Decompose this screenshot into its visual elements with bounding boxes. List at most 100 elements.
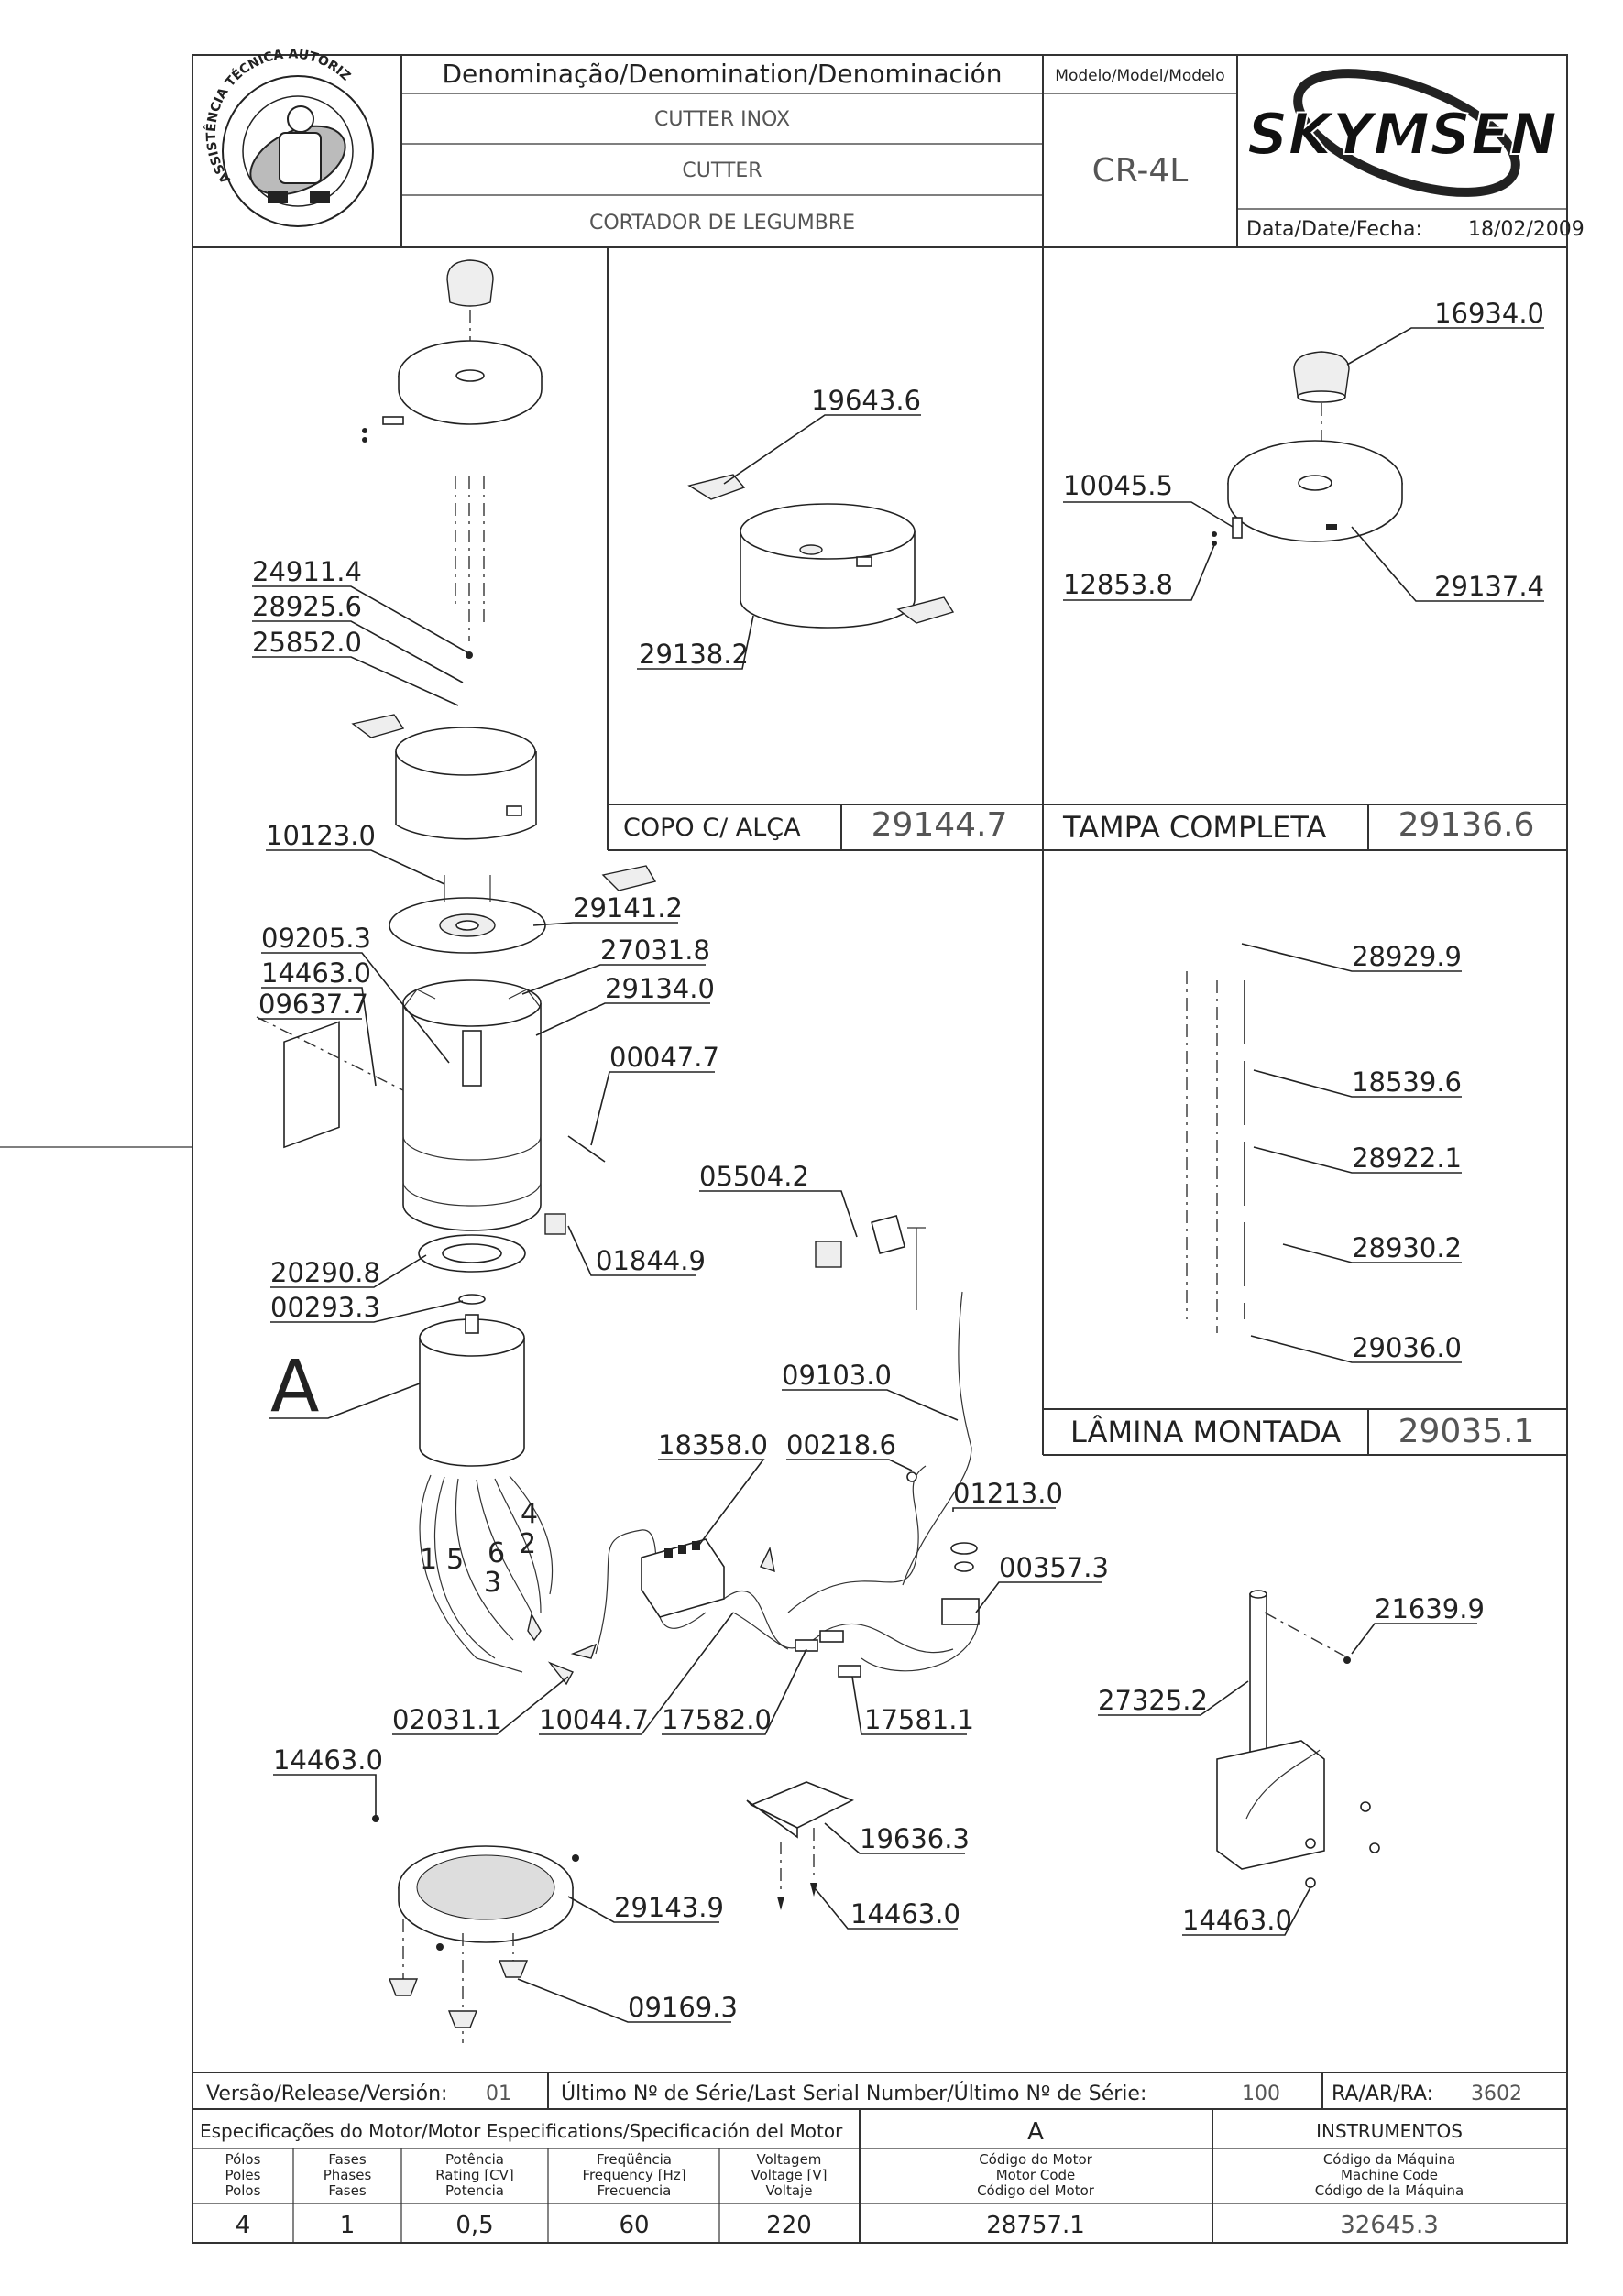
instruments-label: INSTRUMENTOS (1316, 2120, 1463, 2142)
authorized-service-seal-logo: ASSISTÊNCIA TÉCNICA AUTORIZADA (0, 0, 374, 227)
panel-grid (607, 247, 1567, 1456)
leader-20290 (270, 1254, 427, 1288)
svg-text:Polos: Polos (225, 2182, 261, 2199)
version-label: Versão/Release/Versión: (206, 2083, 447, 2105)
svg-text:Pólos: Pólos (225, 2151, 261, 2168)
wire-number-2: 2 (519, 1528, 536, 1560)
part-28929: 28929.9 (1352, 941, 1462, 972)
svg-text:Freqüência: Freqüência (597, 2151, 672, 2168)
leader-09103 (782, 1389, 959, 1421)
part-28925: 28925.6 (252, 591, 362, 622)
model-value: CR-4L (1092, 152, 1189, 190)
version-value: 01 (486, 2083, 511, 2105)
footer-column-headers: Pólos Poles Polos Fases Phases Fases Pot… (225, 2151, 1464, 2199)
model-label: Modelo/Model/Modelo (1055, 67, 1224, 85)
part-19643: 19643.6 (811, 385, 921, 416)
motor-spec-label: Especificações do Motor/Motor Especifica… (200, 2120, 843, 2142)
leader-00357 (975, 1581, 1102, 1613)
svg-text:Código de la Máquina: Código de la Máquina (1315, 2182, 1464, 2199)
leader-18358 (658, 1459, 765, 1549)
phases-value: 1 (340, 2212, 356, 2239)
ra-value: 3602 (1471, 2083, 1522, 2105)
part-29143: 29143.9 (614, 1892, 724, 1923)
leader-19643 (723, 414, 921, 485)
copo-code: 29144.7 (872, 806, 1008, 844)
copo-title: COPO C/ ALÇA (623, 814, 801, 842)
part-05504: 05504.2 (699, 1161, 809, 1192)
part-00357: 00357.3 (999, 1552, 1109, 1583)
part-18539: 18539.6 (1352, 1066, 1462, 1098)
part-00218: 00218.6 (786, 1429, 896, 1460)
leader-00047 (590, 1071, 715, 1146)
svg-text:Voltagem: Voltagem (757, 2151, 822, 2168)
part-24911: 24911.4 (252, 556, 362, 587)
part-17581: 17581.1 (864, 1704, 974, 1735)
svg-text:Phases: Phases (324, 2167, 372, 2183)
poles-value: 4 (236, 2212, 251, 2239)
motor-letter: A (270, 1346, 319, 1428)
svg-text:Rating [CV]: Rating [CV] (435, 2167, 514, 2183)
part-12853: 12853.8 (1063, 569, 1173, 600)
leader-10044 (539, 1612, 734, 1735)
title-block: ASSISTÊNCIA TÉCNICA AUTORIZADA Denominaç… (0, 0, 1585, 248)
screw-00047 (567, 1135, 606, 1163)
leader-29036 (1250, 1335, 1462, 1363)
wire-number-5: 5 (446, 1544, 464, 1576)
svg-text:Código del Motor: Código del Motor (977, 2182, 1095, 2199)
leader-18539 (1253, 1069, 1462, 1098)
part-10123: 10123.0 (266, 820, 376, 851)
part-14463-b: 14463.0 (1182, 1905, 1292, 1936)
leader-01844 (567, 1225, 696, 1276)
brand-name: SKYMSEN (1247, 101, 1557, 168)
svg-text:Código do Motor: Código do Motor (979, 2151, 1092, 2168)
serial-label: Último Nº de Série/Last Serial Number/Úl… (561, 2082, 1146, 2105)
wire-number-1: 1 (420, 1544, 437, 1576)
svg-text:Fases: Fases (328, 2151, 366, 2168)
denomination-label: Denominação/Denomination/Denominación (442, 59, 1002, 89)
svg-text:Motor Code: Motor Code (996, 2167, 1076, 2183)
part-29036: 29036.0 (1352, 1332, 1462, 1363)
leader-17581 (851, 1676, 967, 1735)
leader-14463a (261, 987, 377, 1087)
leader-29141 (532, 922, 678, 926)
leader-29143 (567, 1896, 719, 1923)
voltage-value: 220 (766, 2212, 812, 2239)
svg-text:Poles: Poles (225, 2167, 261, 2183)
leader-10045 (1063, 501, 1234, 528)
wire-number-3: 3 (484, 1567, 501, 1599)
lid-assembly-drawing (1212, 351, 1403, 546)
part-14463-a: 14463.0 (261, 957, 371, 989)
part-28922: 28922.1 (1352, 1143, 1462, 1174)
ra-label: RA/AR/RA: (1332, 2083, 1433, 2105)
leader-14463b (1182, 1886, 1311, 1936)
part-09637: 09637.7 (258, 989, 368, 1020)
part-01844: 01844.9 (596, 1245, 706, 1276)
leader-28929 (1241, 943, 1462, 972)
leader-14463d (273, 1774, 377, 1816)
part-09169: 09169.3 (628, 1992, 738, 2023)
svg-text:Fases: Fases (328, 2182, 366, 2199)
exploded-machine-drawing (256, 259, 1380, 2043)
leader-25852 (252, 656, 459, 706)
serial-value: 100 (1242, 2083, 1280, 2105)
svg-text:Voltaje: Voltaje (766, 2182, 813, 2199)
label-01844-shape (544, 1213, 566, 1235)
part-28930: 28930.2 (1352, 1232, 1462, 1263)
part-00293: 00293.3 (270, 1292, 380, 1323)
lamina-code: 29035.1 (1398, 1413, 1535, 1450)
part-27325: 27325.2 (1098, 1685, 1208, 1716)
leader-17582 (662, 1648, 807, 1735)
date-label: Data/Date/Fecha: (1246, 218, 1422, 241)
leader-02031 (392, 1676, 569, 1735)
part-29137: 29137.4 (1434, 571, 1544, 602)
svg-text:Código da Máquina: Código da Máquina (1323, 2151, 1455, 2168)
name-en: CUTTER (682, 159, 762, 182)
svg-text:Potencia: Potencia (445, 2182, 504, 2199)
part-27031: 27031.8 (600, 935, 710, 966)
name-pt: CUTTER INOX (654, 108, 790, 131)
part-29141: 29141.2 (573, 892, 683, 924)
leader-29138 (637, 615, 754, 670)
leader-12853 (1063, 544, 1215, 601)
leader-28930 (1282, 1243, 1462, 1263)
